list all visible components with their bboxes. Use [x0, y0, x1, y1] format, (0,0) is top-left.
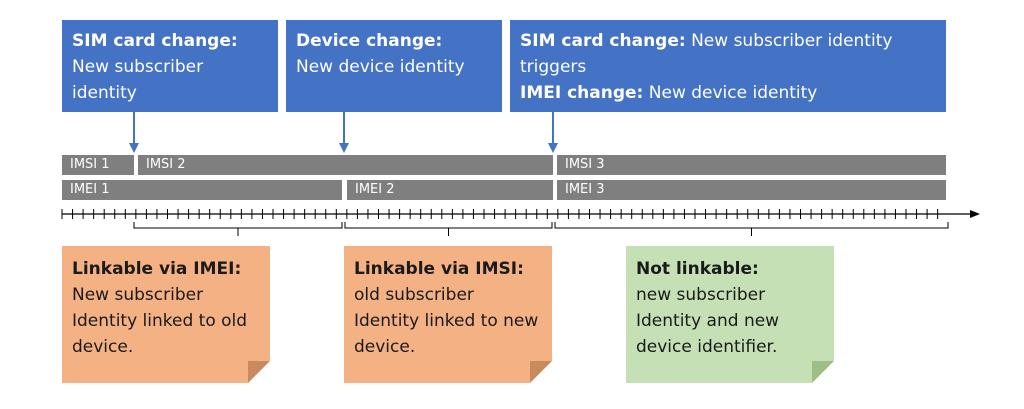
note-heading: Linkable via IMEI:	[72, 259, 242, 279]
timeline-axis	[61, 209, 980, 219]
period-brackets	[133, 222, 949, 236]
imei-bar-2: IMEI 2	[347, 180, 553, 200]
note-linkable-via-imsi: Linkable via IMSI: old subscriber Identi…	[344, 246, 552, 383]
period-bracket	[344, 222, 553, 236]
note-linkable-via-imei: Linkable via IMEI: New subscriber Identi…	[62, 246, 270, 383]
note-not-linkable: Not linkable: new subscriber Identity an…	[626, 246, 834, 383]
event-box-device-change: Device change: New device identity	[286, 20, 502, 112]
note-line: device.	[72, 337, 134, 357]
imei-bar-3: IMEI 3	[557, 180, 946, 200]
event-arrow-head	[548, 143, 558, 153]
event-line: identity	[72, 83, 137, 103]
period-bracket	[554, 222, 949, 236]
event-heading-tail: New device identity	[643, 83, 818, 103]
note-line: Identity linked to old	[72, 311, 248, 331]
event-heading: SIM card change:	[520, 31, 686, 51]
note-fold-corner	[248, 361, 270, 383]
event-line: triggers	[520, 57, 587, 77]
timeline-arrowhead	[970, 210, 980, 218]
note-line: new subscriber	[636, 285, 766, 305]
note-line: Identity and new	[636, 311, 780, 331]
event-heading-tail: New subscriber identity	[685, 31, 893, 51]
note-line: device identifier.	[636, 337, 778, 357]
imei-bar-1: IMEI 1	[62, 180, 342, 200]
imsi-bar-3: IMSI 3	[557, 155, 946, 175]
event-arrows	[129, 112, 558, 153]
event-heading: Device change:	[296, 31, 443, 51]
note-fold-corner	[530, 361, 552, 383]
note-line: device.	[354, 337, 416, 357]
event-heading: IMEI change:	[520, 83, 644, 103]
note-line: Identity linked to new	[354, 311, 539, 331]
note-line: New subscriber	[72, 285, 204, 305]
event-box-sim-and-imei-change: SIM card change: New subscriber identity…	[510, 20, 946, 112]
imsi-bar-1: IMSI 1	[62, 155, 134, 175]
note-line: old subscriber	[354, 285, 474, 305]
event-box-sim-change: SIM card change: New subscriber identity	[62, 20, 278, 112]
period-bracket	[133, 222, 343, 236]
event-arrow-head	[339, 143, 349, 153]
event-arrow-head	[129, 143, 139, 153]
note-fold-corner	[812, 361, 834, 383]
event-line: New subscriber	[72, 57, 204, 77]
event-heading: SIM card change:	[72, 31, 238, 51]
event-line: New device identity	[296, 57, 465, 77]
note-heading: Not linkable:	[636, 259, 759, 279]
imsi-bar-2: IMSI 2	[138, 155, 553, 175]
note-heading: Linkable via IMSI:	[354, 259, 524, 279]
